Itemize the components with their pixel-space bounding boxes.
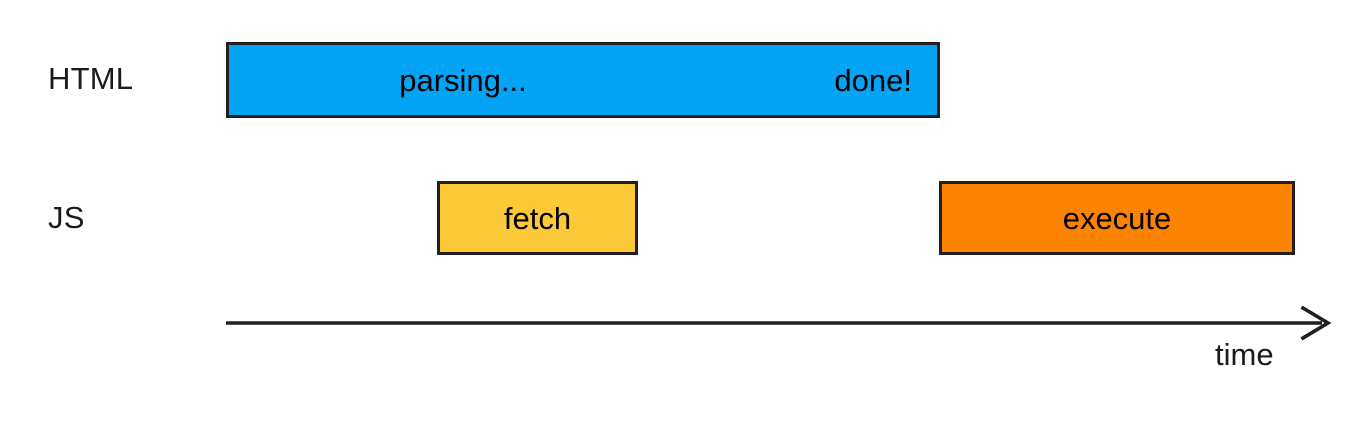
bar-label-done: done!: [834, 62, 912, 98]
bar-js-fetch: fetch: [437, 181, 638, 255]
bar-label-execute: execute: [1062, 200, 1172, 236]
row-label-js: JS: [48, 200, 85, 235]
row-label-html: HTML: [48, 61, 134, 96]
bar-label-fetch: fetch: [503, 200, 572, 236]
bar-html-parsing: parsing... done!: [226, 42, 940, 118]
bar-js-execute: execute: [939, 181, 1295, 255]
bar-label-parsing: parsing...: [399, 62, 527, 98]
axis-label-time: time: [1215, 337, 1274, 372]
